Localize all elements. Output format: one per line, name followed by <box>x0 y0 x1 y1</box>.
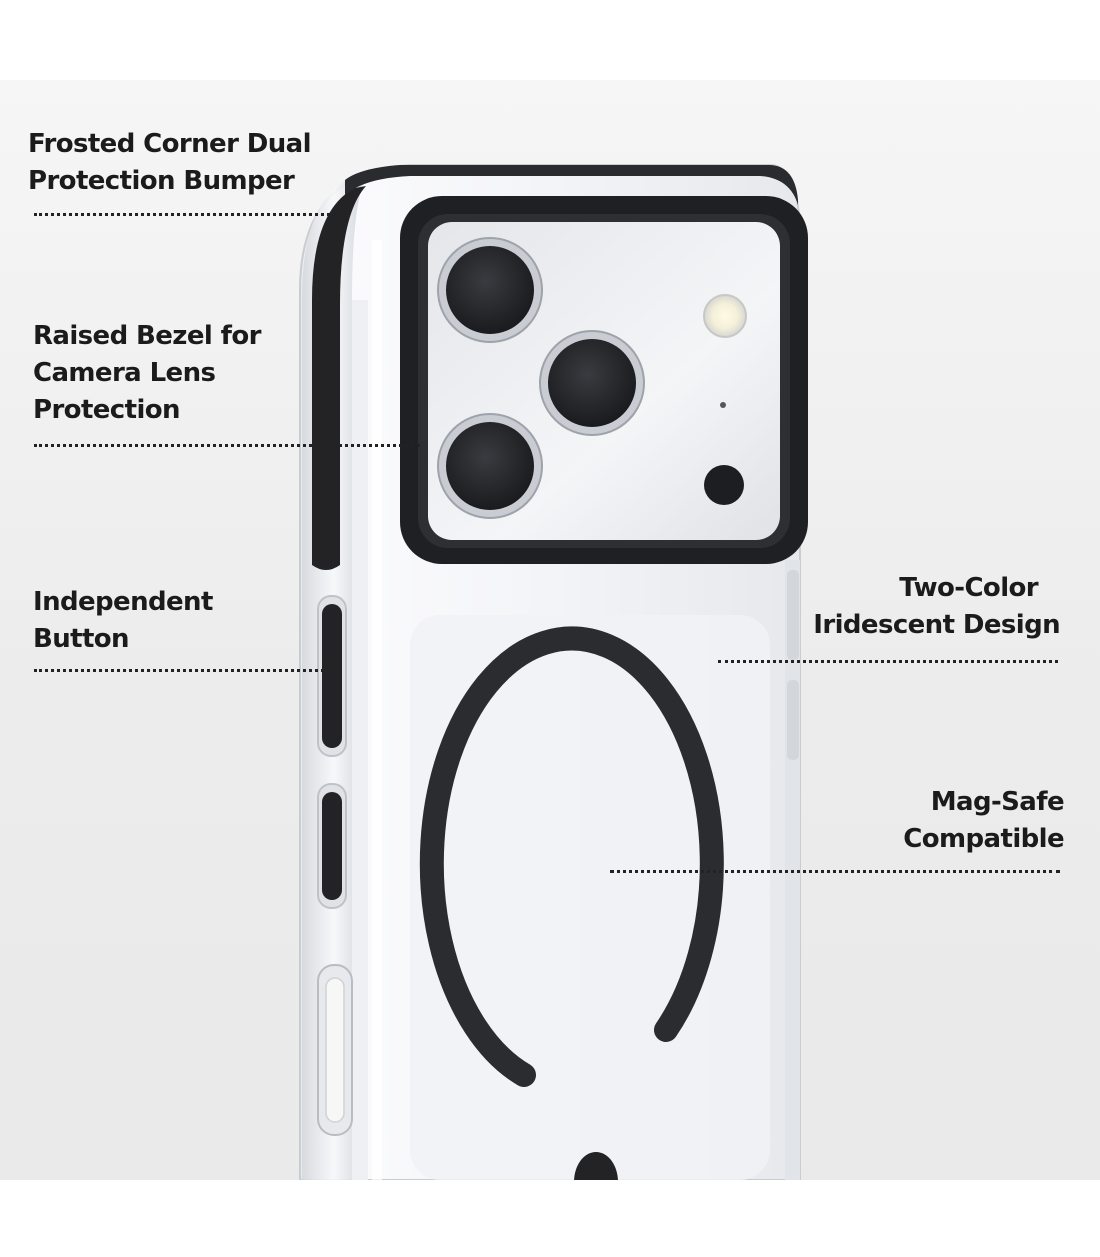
callout-frosted-corner: Frosted Corner Dual Protection Bumper <box>28 126 312 200</box>
callout-two-color-line2: Iridescent Design <box>813 610 1060 640</box>
camera-lens-3-glass <box>446 422 534 510</box>
callout-independent-button-line2: Button <box>33 624 130 654</box>
callout-raised-bezel-line1: Raised Bezel for <box>33 321 261 351</box>
action-button-core <box>325 977 345 1123</box>
case-left-highlight <box>372 240 382 1180</box>
callout-magsafe-leader <box>610 870 1060 873</box>
callout-magsafe: Mag-Safe Compatible <box>903 784 1064 858</box>
flash-icon <box>703 294 747 338</box>
volume-up-button-core <box>322 604 342 748</box>
camera-lens-2-glass <box>548 339 636 427</box>
top-band <box>0 0 1100 80</box>
magsafe-panel <box>410 615 770 1180</box>
right-button-b <box>787 680 799 760</box>
right-button-a <box>787 570 799 660</box>
callout-raised-bezel-leader <box>34 444 420 447</box>
callout-frosted-corner-leader <box>34 213 342 216</box>
corner-bumper-strip <box>312 186 366 570</box>
camera-lens-1-glass <box>446 246 534 334</box>
case-left-inner-edge <box>352 300 368 1180</box>
volume-down-button-core <box>322 792 342 900</box>
callout-two-color: Two-Color Iridescent Design <box>813 570 1060 644</box>
callout-two-color-leader <box>718 660 1058 663</box>
callout-two-color-line1: Two-Color <box>899 573 1038 603</box>
callout-magsafe-line2: Compatible <box>903 824 1064 854</box>
callout-raised-bezel-line2: Camera Lens <box>33 358 216 388</box>
callout-raised-bezel: Raised Bezel for Camera Lens Protection <box>33 318 261 429</box>
callout-independent-button: Independent Button <box>33 584 213 658</box>
magsafe-ring-icon <box>419 626 724 1087</box>
callout-magsafe-line1: Mag-Safe <box>930 787 1065 817</box>
top-bumper-band <box>345 165 798 205</box>
callout-frosted-corner-line2: Protection Bumper <box>28 166 295 196</box>
callout-frosted-corner-line1: Frosted Corner Dual <box>28 129 312 159</box>
callout-independent-button-line1: Independent <box>33 587 213 617</box>
callout-independent-button-leader <box>34 669 324 672</box>
bottom-band <box>0 1180 1100 1257</box>
microphone-hole <box>720 402 726 408</box>
lidar-sensor <box>704 465 744 505</box>
callout-raised-bezel-line3: Protection <box>33 395 181 425</box>
